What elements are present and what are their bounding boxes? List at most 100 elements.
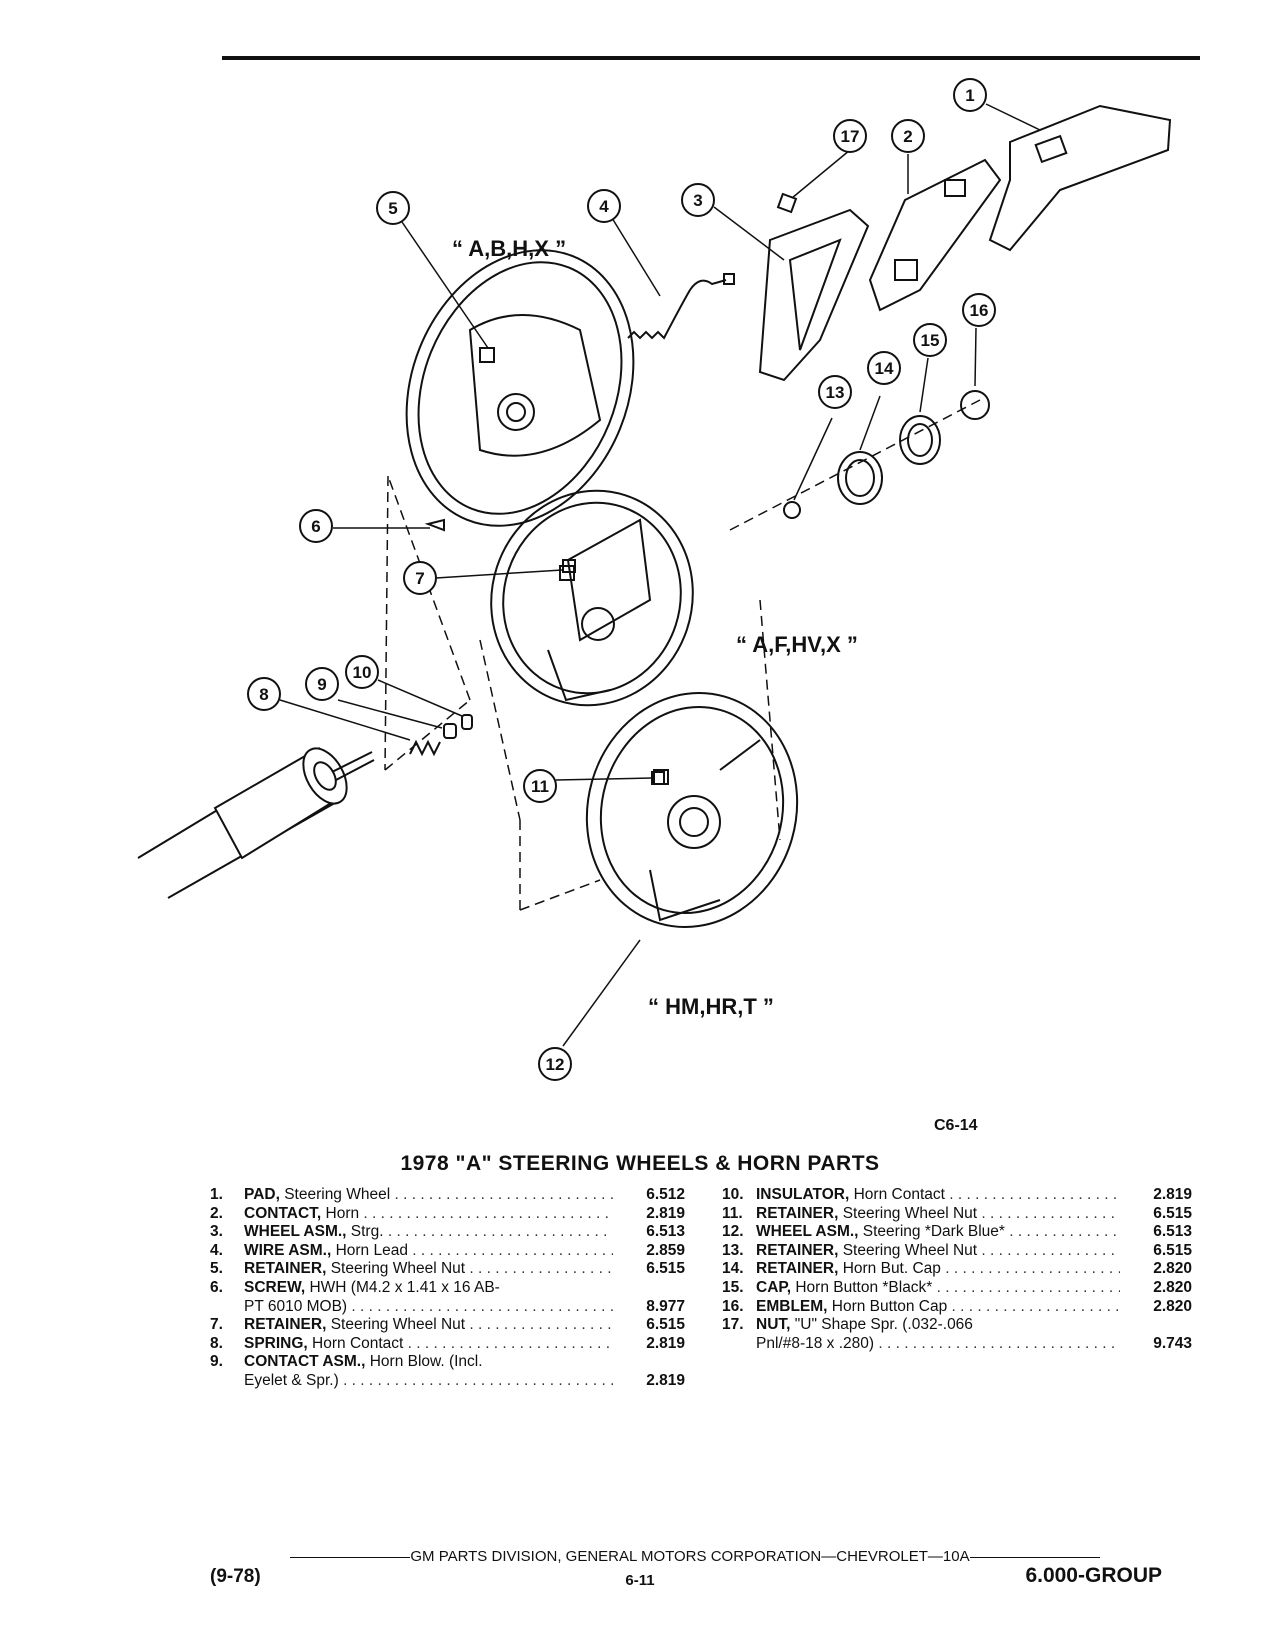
part-description: RETAINER, Steering Wheel Nut . . . . . .… (756, 1241, 1120, 1259)
part-number: 9. (210, 1353, 223, 1371)
parts-row: 13. RETAINER, Steering Wheel Nut . . . . … (722, 1242, 1192, 1261)
figure-code: C6-14 (934, 1117, 978, 1134)
group-code: 6.512 (646, 1186, 685, 1203)
part-description: RETAINER, Horn But. Cap . . . . . . . . … (756, 1260, 1120, 1278)
svg-text:5: 5 (388, 199, 397, 218)
group-code: 6.515 (1153, 1204, 1192, 1222)
group-code: 6.513 (1153, 1223, 1192, 1241)
part-description: EMBLEM, Horn Button Cap . . . . . . . . … (756, 1297, 1120, 1315)
part-description: CAP, Horn Button *Black* . . . . . . . .… (756, 1278, 1120, 1296)
part-number: 2. (210, 1204, 223, 1222)
group-code: 2.820 (1153, 1297, 1192, 1315)
callout-12: 12 (538, 1047, 572, 1081)
footer-date: (9-78) (210, 1566, 261, 1587)
footer-group: 6.000-GROUP (1025, 1564, 1162, 1587)
footer-publisher-text: GM PARTS DIVISION, GENERAL MOTORS CORPOR… (410, 1548, 970, 1565)
part-number: 8. (210, 1334, 223, 1352)
part-description: Pnl/#8-18 x .280) . . . . . . . . . . . … (756, 1334, 1120, 1352)
group-code: 8.977 (646, 1297, 685, 1315)
callout-2: 2 (891, 119, 925, 153)
part-description: WHEEL ASM., Steering *Dark Blue* . . . .… (756, 1223, 1120, 1241)
horn-wire-illustration (627, 273, 735, 340)
part-description: SCREW, HWH (M4.2 x 1.41 x 16 AB- (244, 1278, 500, 1296)
svg-text:7: 7 (415, 569, 424, 588)
svg-text:6: 6 (311, 517, 320, 536)
group-code: 2.819 (1153, 1186, 1192, 1203)
table-title: 1978 "A" STEERING WHEELS & HORN PARTS (400, 1152, 880, 1175)
callout-8: 8 (247, 677, 281, 711)
callout-9: 9 (305, 667, 339, 701)
callout-11: 11 (523, 769, 557, 803)
callout-17: 17 (833, 119, 867, 153)
group-code: 6.515 (646, 1316, 685, 1334)
group-code: 2.820 (1153, 1260, 1192, 1278)
parts-row: 9. CONTACT ASM., Horn Blow. (Incl. (210, 1353, 685, 1372)
retainer-cap-parts-illustration (776, 192, 990, 519)
svg-text:16: 16 (970, 301, 989, 320)
variant-label-top: “ A,B,H,X ” (452, 236, 567, 261)
part-description: RETAINER, Steering Wheel Nut . . . . . .… (244, 1316, 613, 1334)
variant-label-bottom: “ HM,HR,T ” (648, 994, 774, 1019)
leader-lines (279, 103, 1041, 1047)
callout-10: 10 (345, 655, 379, 689)
group-code: 2.859 (646, 1241, 685, 1259)
parts-row: Eyelet & Spr.) . . . . . . . . . . . . .… (210, 1372, 685, 1391)
parts-row: 2. CONTACT, Horn . . . . . . . . . . . . … (210, 1205, 685, 1224)
parts-row: 12.WHEEL ASM., Steering *Dark Blue* . . … (722, 1223, 1192, 1242)
callout-15: 15 (913, 323, 947, 357)
parts-row: 3.WHEEL ASM., Strg. . . . . . . . . . . … (210, 1223, 685, 1242)
svg-text:14: 14 (875, 359, 894, 378)
callout-markers: 1 2 3 4 5 6 7 8 9 10 11 12 13 14 15 16 1… (247, 78, 996, 1081)
parts-list-right: 10. INSULATOR, Horn Contact . . . . . . .… (722, 1186, 1192, 1353)
part-description: CONTACT, Horn . . . . . . . . . . . . . … (244, 1204, 613, 1222)
svg-text:3: 3 (693, 191, 702, 210)
variant-label-middle: “ A,F,HV,X ” (736, 632, 858, 657)
callout-1: 1 (953, 78, 987, 112)
steering-wheel-bottom-illustration (585, 692, 799, 928)
parts-row: 4.WIRE ASM., Horn Lead . . . . . . . . .… (210, 1242, 685, 1261)
part-description: RETAINER, Steering Wheel Nut . . . . . .… (756, 1204, 1120, 1222)
parts-row: PT 6010 MOB) . . . . . . . . . . . . . .… (210, 1298, 685, 1317)
part-description: RETAINER, Steering Wheel Nut . . . . . .… (244, 1260, 613, 1278)
svg-text:4: 4 (599, 197, 609, 216)
callout-13: 13 (818, 375, 852, 409)
part-description: CONTACT ASM., Horn Blow. (Incl. (244, 1353, 483, 1371)
part-description: PT 6010 MOB) . . . . . . . . . . . . . .… (244, 1297, 613, 1315)
parts-row: 7.RETAINER, Steering Wheel Nut . . . . .… (210, 1316, 685, 1335)
footer-publisher-line: GM PARTS DIVISION, GENERAL MOTORS CORPOR… (230, 1548, 1160, 1565)
parts-row: 14.RETAINER, Horn But. Cap . . . . . . .… (722, 1260, 1192, 1279)
group-code: 2.819 (646, 1371, 685, 1389)
group-code: 6.515 (646, 1260, 685, 1278)
parts-row: 15.CAP, Horn Button *Black* . . . . . . … (722, 1279, 1192, 1298)
part-number: 13. (722, 1241, 744, 1259)
part-number: 3. (210, 1223, 223, 1241)
group-code: 2.820 (1153, 1278, 1192, 1296)
svg-text:15: 15 (921, 331, 940, 350)
horn-contact-parts-illustration (409, 714, 473, 757)
svg-text:17: 17 (841, 127, 860, 146)
svg-text:12: 12 (546, 1055, 565, 1074)
svg-text:9: 9 (317, 675, 326, 694)
part-number: 11. (722, 1204, 743, 1222)
parts-list-left: 1.PAD, Steering Wheel . . . . . . . . . … (210, 1186, 685, 1391)
parts-row: 11. RETAINER, Steering Wheel Nut . . . . … (722, 1205, 1192, 1224)
part-description: PAD, Steering Wheel . . . . . . . . . . … (244, 1186, 613, 1203)
horn-contact-plate-illustration (868, 158, 1002, 312)
callout-7: 7 (403, 561, 437, 595)
part-number: 10. (722, 1186, 744, 1203)
parts-row: 10. INSULATOR, Horn Contact . . . . . . .… (722, 1186, 1192, 1205)
part-number: 17. (722, 1316, 744, 1334)
parts-row: 16.EMBLEM, Horn Button Cap . . . . . . .… (722, 1298, 1192, 1317)
svg-text:1: 1 (965, 86, 974, 105)
svg-text:2: 2 (903, 127, 912, 146)
exploded-parts-diagram: 1 2 3 4 5 6 7 8 9 10 11 12 13 14 15 16 1… (137, 78, 1172, 1081)
callout-5: 5 (376, 191, 410, 225)
group-code: 2.819 (646, 1204, 685, 1222)
parts-row: Pnl/#8-18 x .280) . . . . . . . . . . . … (722, 1335, 1192, 1354)
part-number: 6. (210, 1278, 223, 1296)
parts-row: 6. SCREW, HWH (M4.2 x 1.41 x 16 AB- (210, 1279, 685, 1298)
part-description: SPRING, Horn Contact . . . . . . . . . .… (244, 1334, 613, 1352)
part-description: INSULATOR, Horn Contact . . . . . . . . … (756, 1186, 1120, 1203)
part-number: 4. (210, 1241, 223, 1259)
group-code: 2.819 (646, 1334, 685, 1352)
